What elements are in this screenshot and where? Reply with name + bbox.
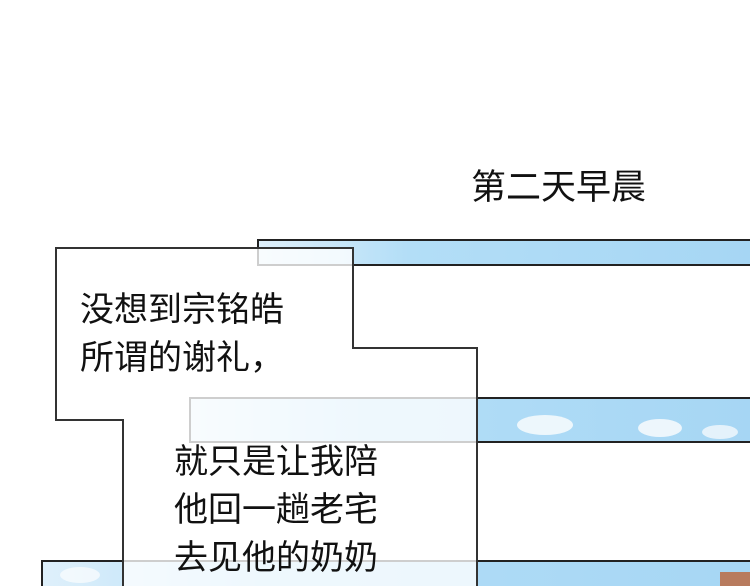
caption-1: 没想到宗铭皓 所谓的谢礼，	[80, 286, 284, 382]
caption-box	[55, 247, 478, 586]
caption-line: 他回一趟老宅	[174, 490, 378, 530]
caption-line: 就只是让我陪	[174, 442, 378, 482]
caption-line: 所谓的谢礼，	[80, 338, 284, 378]
caption-line: 没想到宗铭皓	[80, 290, 284, 330]
caption-line: 去见他的奶奶	[174, 538, 378, 578]
scene-title: 第二天早晨	[471, 168, 647, 208]
caption-2: 就只是让我陪 他回一趟老宅 去见他的奶奶	[174, 438, 378, 582]
